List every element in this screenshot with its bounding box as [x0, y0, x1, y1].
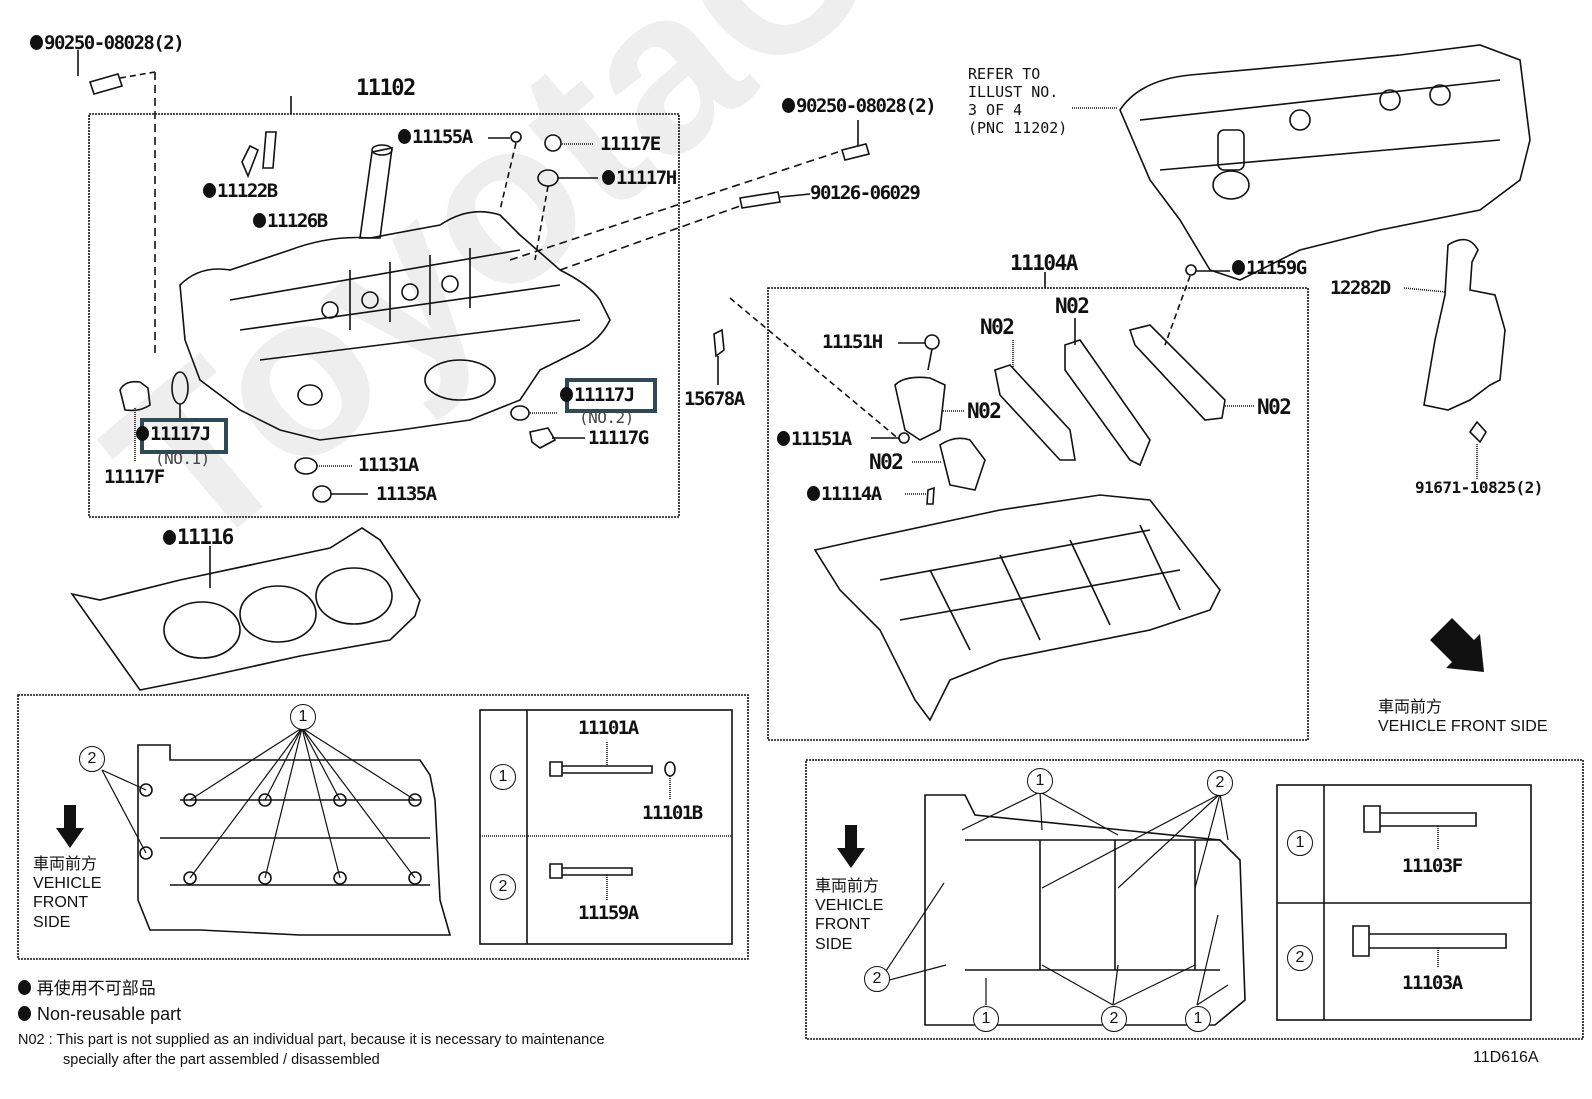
part-15678A[interactable]: 15678A — [684, 388, 745, 410]
part-11151A[interactable]: 11151A — [777, 430, 852, 449]
non-reusable-icon — [777, 431, 790, 446]
head-bolt-table — [479, 709, 733, 945]
dowel-pin-left — [77, 50, 156, 355]
cylinder-head — [179, 210, 611, 441]
vehicle-front-arrows — [56, 618, 1484, 868]
part-90250-left[interactable]: 90250-08028(2) — [30, 34, 185, 53]
camshaft-housing-box — [767, 287, 1309, 741]
non-reusable-icon — [398, 129, 411, 144]
non-reusable-icon — [203, 183, 216, 198]
callout-2: 2 — [1101, 1006, 1127, 1032]
part-11117J-no1[interactable]: 11117J — [136, 425, 211, 444]
n02-label-5[interactable]: N02 — [1257, 395, 1292, 419]
callout-2: 2 — [1207, 770, 1233, 796]
vehicle-front-label-left: 車両前方 VEHICLE FRONT SIDE — [33, 856, 102, 931]
part-11101A[interactable]: 11101A — [578, 717, 639, 739]
non-reusable-icon — [807, 486, 820, 501]
part-11117H[interactable]: 11117H — [602, 169, 677, 188]
engine-hanger — [1423, 238, 1506, 411]
diagram-id: 11D616A — [1473, 1049, 1539, 1066]
no2-note: (NO.2) — [579, 408, 634, 427]
cylinder-head-cover — [1072, 44, 1531, 281]
non-reusable-icon — [30, 35, 43, 50]
n02-note-line2: specially after the part assembled / dis… — [63, 1052, 380, 1068]
part-11117F[interactable]: 11117F — [104, 466, 165, 488]
vehicle-front-label-right: 車両前方 VEHICLE FRONT SIDE — [815, 878, 884, 953]
part-11104A[interactable]: 11104A — [1010, 251, 1078, 275]
no1-note: (NO.1) — [155, 449, 210, 468]
arrow-diagonal-icon — [1430, 618, 1484, 672]
legend-en: Non-reusable part — [18, 1004, 181, 1026]
callout-1: 1 — [1027, 768, 1053, 794]
non-reusable-icon — [163, 530, 176, 545]
callout-2: 2 — [79, 746, 105, 772]
table-row-1-num: 1 — [1287, 830, 1313, 856]
head-bolt-detail-box — [17, 694, 749, 960]
n02-label-3[interactable]: N02 — [967, 399, 1002, 423]
non-reusable-icon — [18, 980, 31, 995]
part-11159A[interactable]: 11159A — [578, 902, 639, 924]
non-reusable-icon — [1232, 260, 1245, 275]
part-11102[interactable]: 11102 — [356, 76, 416, 101]
cylinder-head-box — [88, 113, 680, 518]
non-reusable-icon — [602, 170, 615, 185]
part-11117G[interactable]: 11117G — [588, 427, 649, 449]
housing-bolt-detail-box — [805, 759, 1584, 1040]
part-11131A[interactable]: 11131A — [358, 454, 419, 476]
non-reusable-icon — [560, 387, 573, 402]
part-11114A[interactable]: 11114A — [807, 485, 882, 504]
callout-1: 1 — [290, 704, 316, 730]
non-reusable-icon — [782, 98, 795, 113]
part-11117E[interactable]: 11117E — [600, 133, 661, 155]
callout-1: 1 — [1185, 1006, 1211, 1032]
arrow-down-icon-left — [56, 805, 84, 848]
non-reusable-icon — [18, 1006, 31, 1021]
vehicle-front-label-top: 車両前方 VEHICLE FRONT SIDE — [1378, 699, 1548, 736]
non-reusable-icon — [136, 426, 149, 441]
non-reusable-icon — [253, 213, 266, 228]
part-11117J-no2[interactable]: 11117J — [560, 386, 635, 405]
part-90126-06029[interactable]: 90126-06029 — [810, 182, 921, 204]
part-91671-10825[interactable]: 91671-10825(2) — [1415, 478, 1543, 497]
table-row-2-num: 2 — [490, 874, 516, 900]
tube — [359, 146, 393, 239]
table-row-1-num: 1 — [490, 764, 516, 790]
part-90250-right[interactable]: 90250-08028(2) — [782, 97, 937, 116]
head-plan-view — [101, 727, 452, 936]
part-12282D[interactable]: 12282D — [1330, 277, 1391, 299]
camshaft-housing — [813, 494, 1221, 722]
part-11126B[interactable]: 11126B — [253, 212, 328, 231]
part-11103A[interactable]: 11103A — [1402, 972, 1463, 994]
part-11151H[interactable]: 11151H — [822, 331, 883, 353]
part-11159G[interactable]: 11159G — [1232, 259, 1307, 278]
n02-label-2[interactable]: N02 — [1055, 294, 1090, 318]
head-gasket — [70, 527, 421, 691]
callout-1: 1 — [973, 1006, 999, 1032]
part-11122B[interactable]: 11122B — [203, 182, 278, 201]
callout-2: 2 — [864, 966, 890, 992]
part-11116[interactable]: 11116 — [163, 527, 234, 548]
n02-label-1[interactable]: N02 — [980, 315, 1015, 339]
housing-plan-view — [877, 791, 1246, 1026]
n02-note-line1: N02 : This part is not supplied as an in… — [18, 1032, 605, 1048]
refer-to-note[interactable]: REFER TO ILLUST NO. 3 OF 4 (PNC 11202) — [968, 65, 1068, 137]
part-11155A[interactable]: 11155A — [398, 128, 473, 147]
arrow-down-icon-right — [837, 825, 865, 868]
legend-jp: 再使用不可部品 — [18, 979, 156, 999]
part-11101B[interactable]: 11101B — [642, 802, 703, 824]
part-11135A[interactable]: 11135A — [376, 483, 437, 505]
n02-label-4[interactable]: N02 — [869, 450, 904, 474]
table-row-2-num: 2 — [1287, 945, 1313, 971]
part-11103F[interactable]: 11103F — [1402, 855, 1463, 877]
